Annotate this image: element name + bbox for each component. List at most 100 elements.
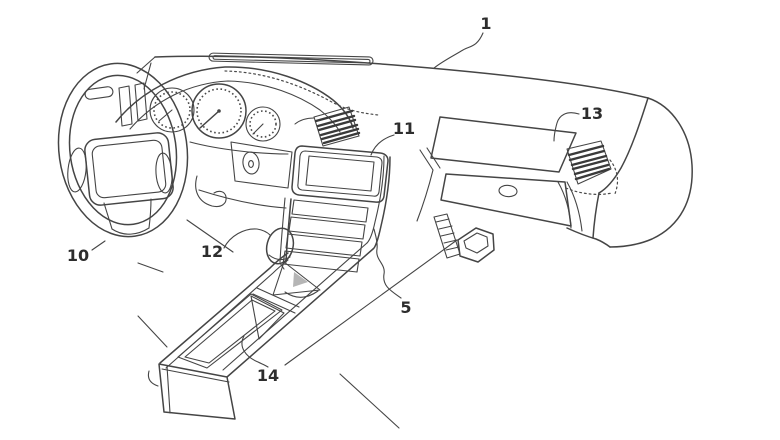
endcap-hidden-arc <box>609 159 619 197</box>
label-12: 12 <box>201 242 223 261</box>
console-partition-1 <box>256 287 300 308</box>
console-partition-2 <box>252 293 296 314</box>
stack-row-2 <box>288 216 366 240</box>
dashboard-body <box>136 52 693 248</box>
glovebox-latch <box>498 184 518 198</box>
gauge-speedometer <box>191 83 247 139</box>
display-screen <box>305 155 375 192</box>
leader-14 <box>241 335 269 368</box>
label-14: 14 <box>257 366 279 385</box>
knee-bolster-hook <box>195 175 227 208</box>
side-vent <box>565 140 619 197</box>
gauge-right-needle <box>252 123 264 135</box>
gauge-right <box>245 106 281 142</box>
console-left-rim-inner <box>165 259 289 369</box>
endcap-seam <box>598 97 649 194</box>
side-vent-slats <box>567 144 611 181</box>
shifter-boot <box>272 261 321 296</box>
gauge-right-ticks <box>249 110 277 138</box>
context-line-4 <box>147 370 159 387</box>
gauge-left <box>149 87 195 133</box>
stack-right-rail-inner <box>366 155 385 244</box>
cluster-hood-outer <box>115 66 354 129</box>
leader-11 <box>370 134 395 156</box>
console-right-rim-outer <box>226 248 374 378</box>
wheel-right-grip <box>155 152 173 194</box>
shaded-strip-outline <box>433 213 461 259</box>
label-11: 11 <box>393 119 415 138</box>
gauge-mid-ring <box>191 83 247 139</box>
leader-12 <box>223 228 271 249</box>
console-left-rim-outer <box>159 252 289 364</box>
defroster-inner <box>212 55 371 64</box>
under-dash-seam-2 <box>426 147 441 169</box>
column-stalk-lever <box>84 86 114 100</box>
center-stack <box>279 155 391 273</box>
center-vent-connector <box>294 117 315 125</box>
cluster-hood-inner <box>129 80 341 133</box>
bracket-box-inner <box>463 232 489 254</box>
under-dash-left-edge <box>416 169 434 222</box>
floor-line-right <box>339 373 400 429</box>
endcap-outer <box>609 97 693 248</box>
column-stalk-bar-1 <box>118 85 133 127</box>
gauge-left-ring <box>149 87 195 133</box>
tray-divider <box>250 295 285 340</box>
wheel-lower-spoke-right <box>148 198 152 229</box>
leader-5 <box>373 228 402 299</box>
stack-left-rail-inner <box>279 197 286 263</box>
leader-1 <box>433 32 484 69</box>
column-stalk-bar-2 <box>134 82 148 122</box>
glovebox <box>430 116 583 232</box>
leader-13 <box>553 112 580 142</box>
side-vent-frame <box>566 140 612 185</box>
switch-panel <box>230 141 293 189</box>
stack-right-rail <box>372 156 391 250</box>
leader-10 <box>91 240 106 251</box>
stack-row-1 <box>291 199 369 223</box>
tray-rim-inner <box>184 299 276 364</box>
reference-labels: 1 13 11 12 10 14 5 <box>67 14 603 385</box>
shifter-shading <box>293 272 308 287</box>
dash-bottom-right-edge <box>566 227 611 248</box>
knee-bolster <box>195 175 287 209</box>
gauge-mid-needle <box>199 110 220 129</box>
console-front-face <box>158 363 236 420</box>
dash-lower-edge-left <box>198 189 287 209</box>
gear-shifter <box>265 227 321 296</box>
stack-row-3 <box>285 233 363 257</box>
side-vent-hidden-edge <box>565 187 613 195</box>
wheel-lower-spoke-left <box>103 202 113 230</box>
instrument-cluster <box>115 66 379 155</box>
gauge-left-ticks <box>153 91 191 129</box>
center-vent <box>294 106 361 147</box>
defroster-outer <box>208 52 374 66</box>
cluster-stitch-line <box>224 70 379 116</box>
switch-panel-outline <box>230 141 293 189</box>
ignition-ring <box>242 151 260 175</box>
endcap-seam-lower <box>592 192 600 239</box>
bracket-box-outer <box>457 227 495 263</box>
label-5: 5 <box>400 298 411 317</box>
wheel-left-grip <box>67 147 87 193</box>
tray-rim-outer <box>177 293 283 369</box>
console-front-left-edge <box>166 365 171 414</box>
context-line-1 <box>137 262 164 273</box>
center-display <box>291 145 389 203</box>
label-1: 1 <box>480 14 491 33</box>
display-bezel-inner <box>297 150 383 197</box>
glovebox-seam-1 <box>557 181 572 229</box>
gauge-right-ring <box>245 106 281 142</box>
shifter-knob-base <box>268 254 291 261</box>
defroster-vent <box>208 52 374 66</box>
cluster-bottom-edge <box>189 141 289 155</box>
steering-wheel <box>57 62 189 238</box>
label-13: 13 <box>581 104 603 123</box>
wheel-rim-outer <box>57 62 189 238</box>
under-dash <box>284 147 495 429</box>
gauge-mid-ticks <box>196 88 242 134</box>
shaded-strip-hatch <box>435 218 460 251</box>
wheel-hub-pad-inner <box>91 139 167 199</box>
